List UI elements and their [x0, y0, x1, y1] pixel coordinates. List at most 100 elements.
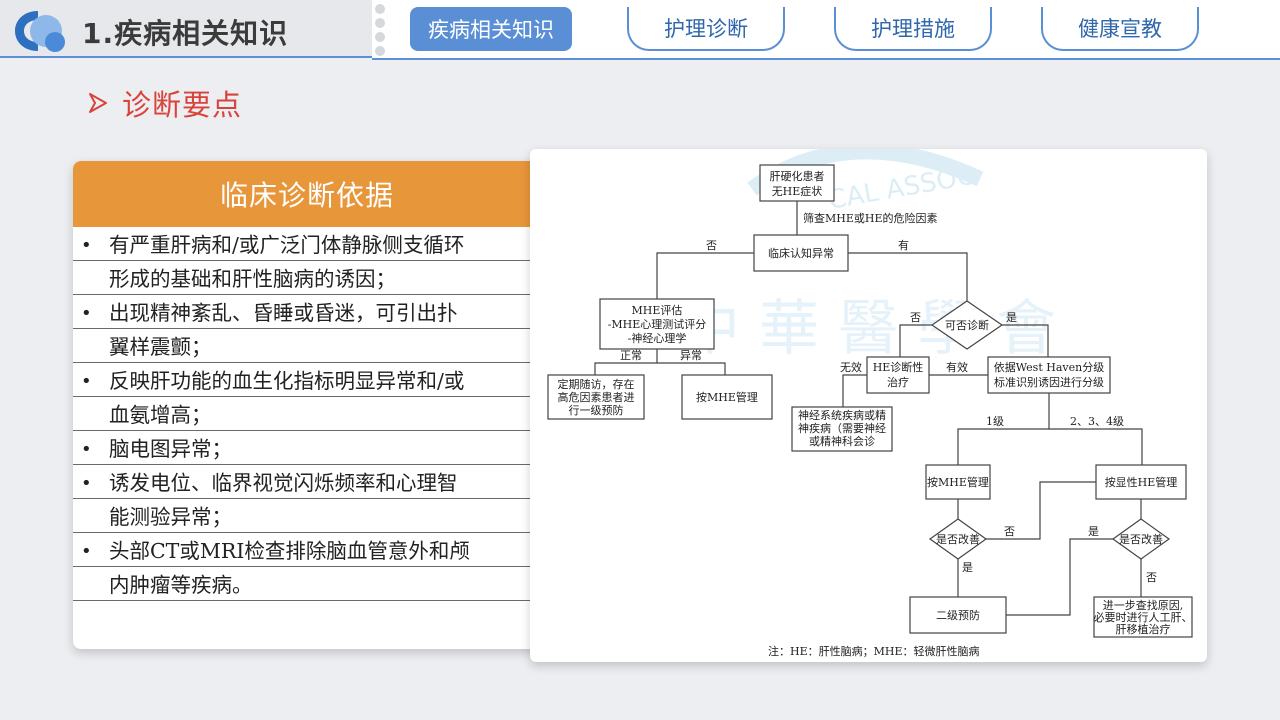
criteria-text: 头部CT或MRI检查排除脑血管意外和颅	[109, 539, 470, 563]
edge-label-no4: 否	[1146, 571, 1157, 584]
node-start-line1: 肝硬化患者	[770, 169, 825, 183]
edge-label-yes: 有	[898, 238, 909, 252]
node-followup-line1: 定期随访，存在	[558, 377, 635, 391]
criteria-line: •头部CT或MRI检查排除脑血管意外和颅	[73, 533, 541, 567]
node-neuro-line2: 神疾病（需要神经	[798, 421, 886, 435]
dot	[375, 46, 385, 56]
node-followup	[547, 374, 645, 420]
node-diagnosable-text: 可否诊断	[945, 318, 989, 332]
node-further-line3: 肝移植治疗	[1116, 622, 1171, 636]
edge-label-grade234: 2、3、4级	[1070, 415, 1124, 428]
edge-label-yes4: 是	[1088, 525, 1099, 538]
node-manage-mhe2	[925, 464, 991, 500]
node-westhaven	[987, 356, 1111, 394]
diagnosis-flowchart: CAL ASSOC 中 華 醫 學 會 肝硬化患者 无HE症状 筛查MHE或HE…	[530, 149, 1207, 662]
edge-label-valid: 有效	[946, 360, 968, 374]
edge	[957, 393, 1050, 465]
node-neuro-line1: 神经系统疾病或精	[798, 408, 886, 422]
tab-health-education[interactable]: 健康宣教	[1041, 7, 1199, 51]
node-diagnosable	[930, 300, 1004, 350]
edge-label-no2: 否	[910, 311, 921, 324]
flowchart-note: 注：HE：肝性脑病；MHE：轻微肝性脑病	[768, 644, 980, 658]
criteria-text: 脑电图异常；	[109, 437, 232, 461]
edge	[899, 324, 932, 357]
criteria-text: 形成的基础和肝性脑病的诱因；	[109, 267, 396, 291]
dot	[375, 18, 385, 28]
node-neuro	[791, 406, 893, 452]
tab-bar: 疾病相关知识 护理诊断 护理措施 健康宣教	[372, 0, 1280, 60]
criteria-line: 内肿瘤等疾病。	[73, 567, 541, 601]
edge-label-yes2: 是	[1006, 311, 1017, 324]
node-further	[1093, 596, 1193, 638]
node-manage-he	[1095, 464, 1187, 500]
watermark: CAL ASSOC 中 華 醫 學 會	[680, 149, 1056, 364]
title-area: 1.疾病相关知识	[0, 0, 372, 58]
edge	[842, 374, 867, 407]
node-manage-mhe-text: 按MHE管理	[696, 390, 758, 404]
node-mhe-eval-line2: -MHE心理测试评分	[608, 318, 707, 331]
decorative-dots	[374, 2, 386, 58]
node-start	[759, 164, 835, 202]
label-screen: 筛查MHE或HE的危险因素	[803, 211, 938, 225]
node-manage-mhe	[681, 374, 773, 420]
criteria-text: 血氨增高；	[109, 403, 212, 427]
criteria-line: •脑电图异常；	[73, 431, 541, 465]
node-he-dx-line1: HE诊断性	[873, 360, 924, 374]
node-followup-line3: 行一级预防	[569, 403, 624, 417]
criteria-text: 有严重肝病和/或广泛门体静脉侧支循环	[109, 233, 465, 257]
bullet-dot-icon: •	[81, 303, 92, 324]
criteria-line: • 诱发电位、临界视觉闪烁频率和心理智	[73, 465, 541, 499]
bullet-dot-icon: •	[81, 235, 92, 256]
edge	[1049, 428, 1143, 465]
criteria-text: 翼样震颤；	[109, 335, 212, 359]
tab-disease-knowledge[interactable]: 疾病相关知识	[410, 7, 572, 51]
bullet-dot-icon: •	[81, 473, 92, 494]
node-followup-line2: 高危因素患者进	[558, 390, 635, 404]
edge-label-abnormal: 异常	[680, 349, 702, 362]
card-title: 临床诊断依据	[219, 179, 394, 212]
node-further-line2: 必要时进行人工肝、	[1094, 611, 1193, 624]
edge	[656, 252, 754, 301]
tab-nursing-measures[interactable]: 护理措施	[834, 7, 992, 51]
node-improved2-text: 是否改善	[1119, 532, 1163, 546]
criteria-line: • 有严重肝病和/或广泛门体静脉侧支循环	[73, 227, 541, 261]
criteria-text: 诱发电位、临界视觉闪烁频率和心理智	[109, 471, 458, 495]
criteria-line: 翼样震颤；	[73, 329, 541, 363]
node-neuro-line3: 或精神科会诊	[809, 434, 875, 448]
criteria-line: •出现精神紊乱、昏睡或昏迷，可引出扑	[73, 295, 541, 329]
section-heading: 诊断要点	[88, 82, 242, 124]
node-mhe-eval-line1: MHE评估	[632, 304, 683, 317]
node-secondary-text: 二级预防	[936, 608, 980, 622]
dot	[375, 4, 385, 14]
edge	[657, 362, 726, 375]
edge	[1006, 538, 1113, 616]
tab-nursing-diagnosis[interactable]: 护理诊断	[627, 7, 785, 51]
edge	[848, 252, 968, 301]
flowchart-svg: CAL ASSOC 中 華 醫 學 會 肝硬化患者 无HE症状 筛查MHE或HE…	[547, 149, 1193, 658]
criteria-text: 能测验异常；	[109, 505, 232, 529]
criteria-list: • 有严重肝病和/或广泛门体静脉侧支循环形成的基础和肝性脑病的诱因； •出现精神紊乱…	[73, 227, 541, 601]
criteria-text: 内肿瘤等疾病。	[109, 573, 253, 597]
edge-label-no: 否	[706, 239, 717, 252]
dot	[375, 32, 385, 42]
criteria-line: •反映肝功能的血生化指标明显异常和/或	[73, 363, 541, 397]
edge	[594, 349, 658, 375]
node-he-dx-line2: 治疗	[887, 375, 909, 389]
page-title: 1.疾病相关知识	[82, 17, 289, 50]
node-westhaven-line1: 依据West Haven分级	[994, 360, 1104, 374]
bullet-dot-icon: •	[81, 371, 92, 392]
logo-icon	[15, 11, 65, 52]
edge	[1002, 324, 1049, 357]
node-start-line2: 无HE症状	[772, 184, 823, 198]
watermark-glyph: 中 華 醫 學 會	[680, 294, 1056, 364]
node-he-dx	[866, 356, 930, 394]
edge-label-no3: 否	[1004, 525, 1015, 538]
criteria-line: 形成的基础和肝性脑病的诱因；	[73, 261, 541, 295]
node-westhaven-line2: 标准识别诱因进行分级	[994, 375, 1104, 389]
node-manage-mhe2-text: 按MHE管理	[927, 475, 989, 489]
edge-label-yes3: 是	[962, 561, 973, 574]
edge	[986, 481, 1096, 540]
section-title: 诊断要点	[122, 88, 243, 122]
edge-label-normal: 正常	[620, 349, 642, 362]
node-improved1-text: 是否改善	[936, 532, 980, 546]
